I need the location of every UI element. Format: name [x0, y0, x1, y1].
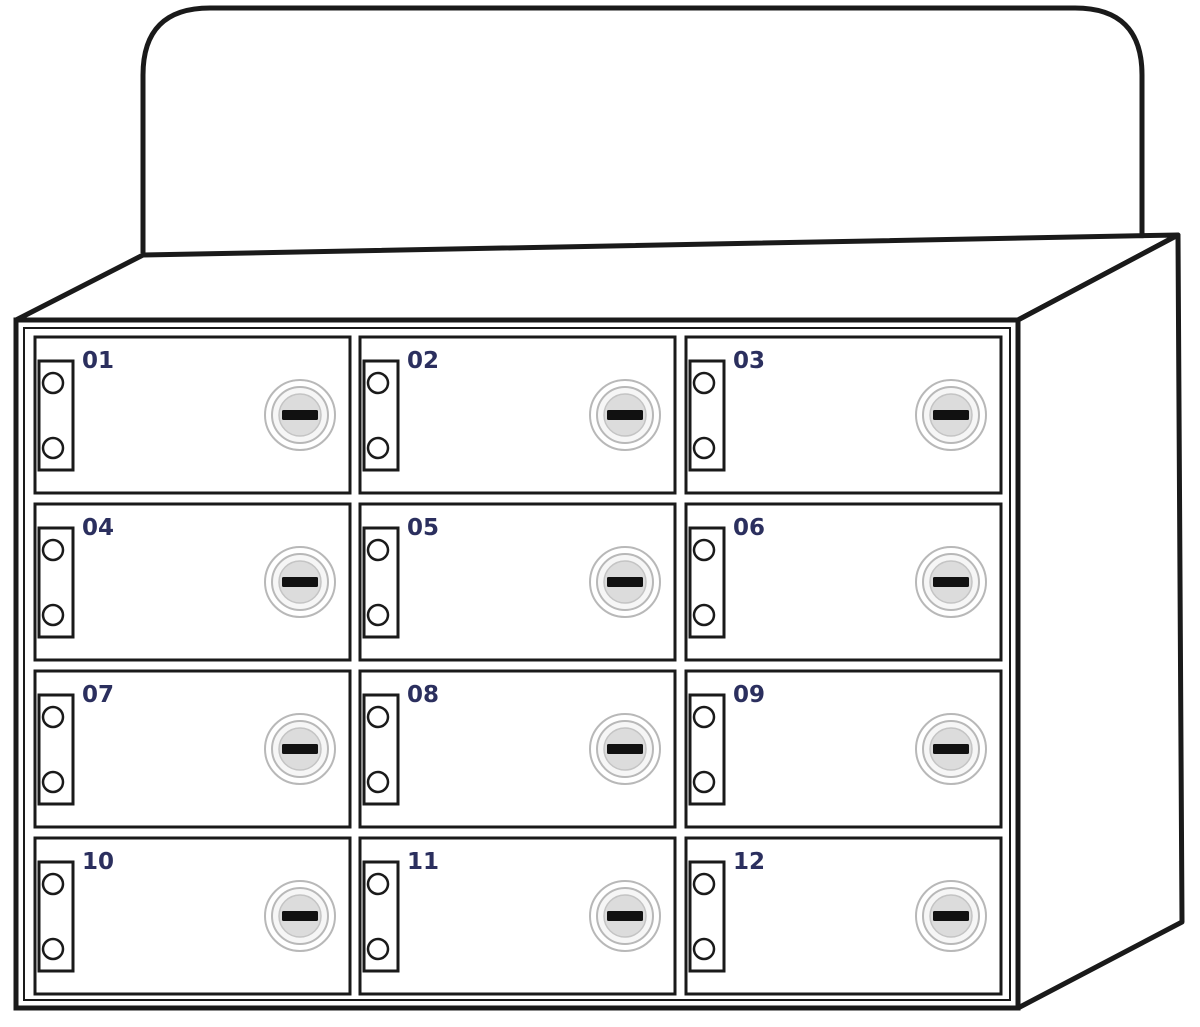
- keyhole-lock-icon[interactable]: [589, 713, 661, 785]
- locker-door-07[interactable]: 07: [33, 669, 352, 829]
- keyhole-lock-icon[interactable]: [264, 546, 336, 618]
- locker-door-panel[interactable]: [684, 335, 1003, 495]
- locker-door-number: 10: [82, 849, 114, 875]
- locker-door-05[interactable]: 05: [358, 502, 677, 662]
- locker-door-03[interactable]: 03: [684, 335, 1003, 495]
- hinge-icon: [688, 693, 726, 806]
- hinge-icon: [362, 860, 400, 973]
- locker-door-number: 09: [733, 682, 765, 708]
- locker-door-02[interactable]: 02: [358, 335, 677, 495]
- locker-door-08[interactable]: 08: [358, 669, 677, 829]
- keyhole-lock-icon[interactable]: [264, 379, 336, 451]
- locker-door-10[interactable]: 10: [33, 836, 352, 996]
- locker-door-11[interactable]: 11: [358, 836, 677, 996]
- locker-door-number: 12: [733, 849, 765, 875]
- locker-door-number: 06: [733, 515, 765, 541]
- cabinet-inner-frame: [23, 327, 1011, 1001]
- locker-door-09[interactable]: 09: [684, 669, 1003, 829]
- cabinet-header-panel: [140, 5, 1145, 253]
- keyhole-lock-icon[interactable]: [589, 546, 661, 618]
- keyhole-lock-icon[interactable]: [264, 713, 336, 785]
- keyhole-lock-icon[interactable]: [915, 546, 987, 618]
- keyhole-lock-icon[interactable]: [589, 379, 661, 451]
- locker-door-12[interactable]: 12: [684, 836, 1003, 996]
- hinge-icon: [37, 359, 75, 472]
- hinge-icon: [688, 359, 726, 472]
- hinge-icon: [688, 860, 726, 973]
- hinge-icon: [362, 693, 400, 806]
- hinge-icon: [362, 359, 400, 472]
- locker-door-01[interactable]: 01: [33, 335, 352, 495]
- keyhole-lock-icon[interactable]: [589, 880, 661, 952]
- hinge-icon: [688, 526, 726, 639]
- locker-doors: 01 02 03 04 05 06 07 08 09 10 11 12: [33, 335, 1003, 996]
- hinge-icon: [37, 526, 75, 639]
- locker-door-number: 07: [82, 682, 114, 708]
- keyhole-lock-icon[interactable]: [915, 880, 987, 952]
- locker-door-06[interactable]: 06: [684, 502, 1003, 662]
- locker-door-number: 08: [407, 682, 439, 708]
- locker-door-04[interactable]: 04: [33, 502, 352, 662]
- locker-door-number: 01: [82, 348, 114, 374]
- keyhole-lock-icon[interactable]: [915, 379, 987, 451]
- locker-door-number: 05: [407, 515, 439, 541]
- locker-door-number: 04: [82, 515, 114, 541]
- hinge-icon: [37, 693, 75, 806]
- locker-door-number: 02: [407, 348, 439, 374]
- keyhole-lock-icon[interactable]: [915, 713, 987, 785]
- keyhole-lock-icon[interactable]: [264, 880, 336, 952]
- locker-door-number: 11: [407, 849, 439, 875]
- cabinet-side-panel: [1015, 232, 1185, 1011]
- locker-door-number: 03: [733, 348, 765, 374]
- hinge-icon: [362, 526, 400, 639]
- hinge-icon: [37, 860, 75, 973]
